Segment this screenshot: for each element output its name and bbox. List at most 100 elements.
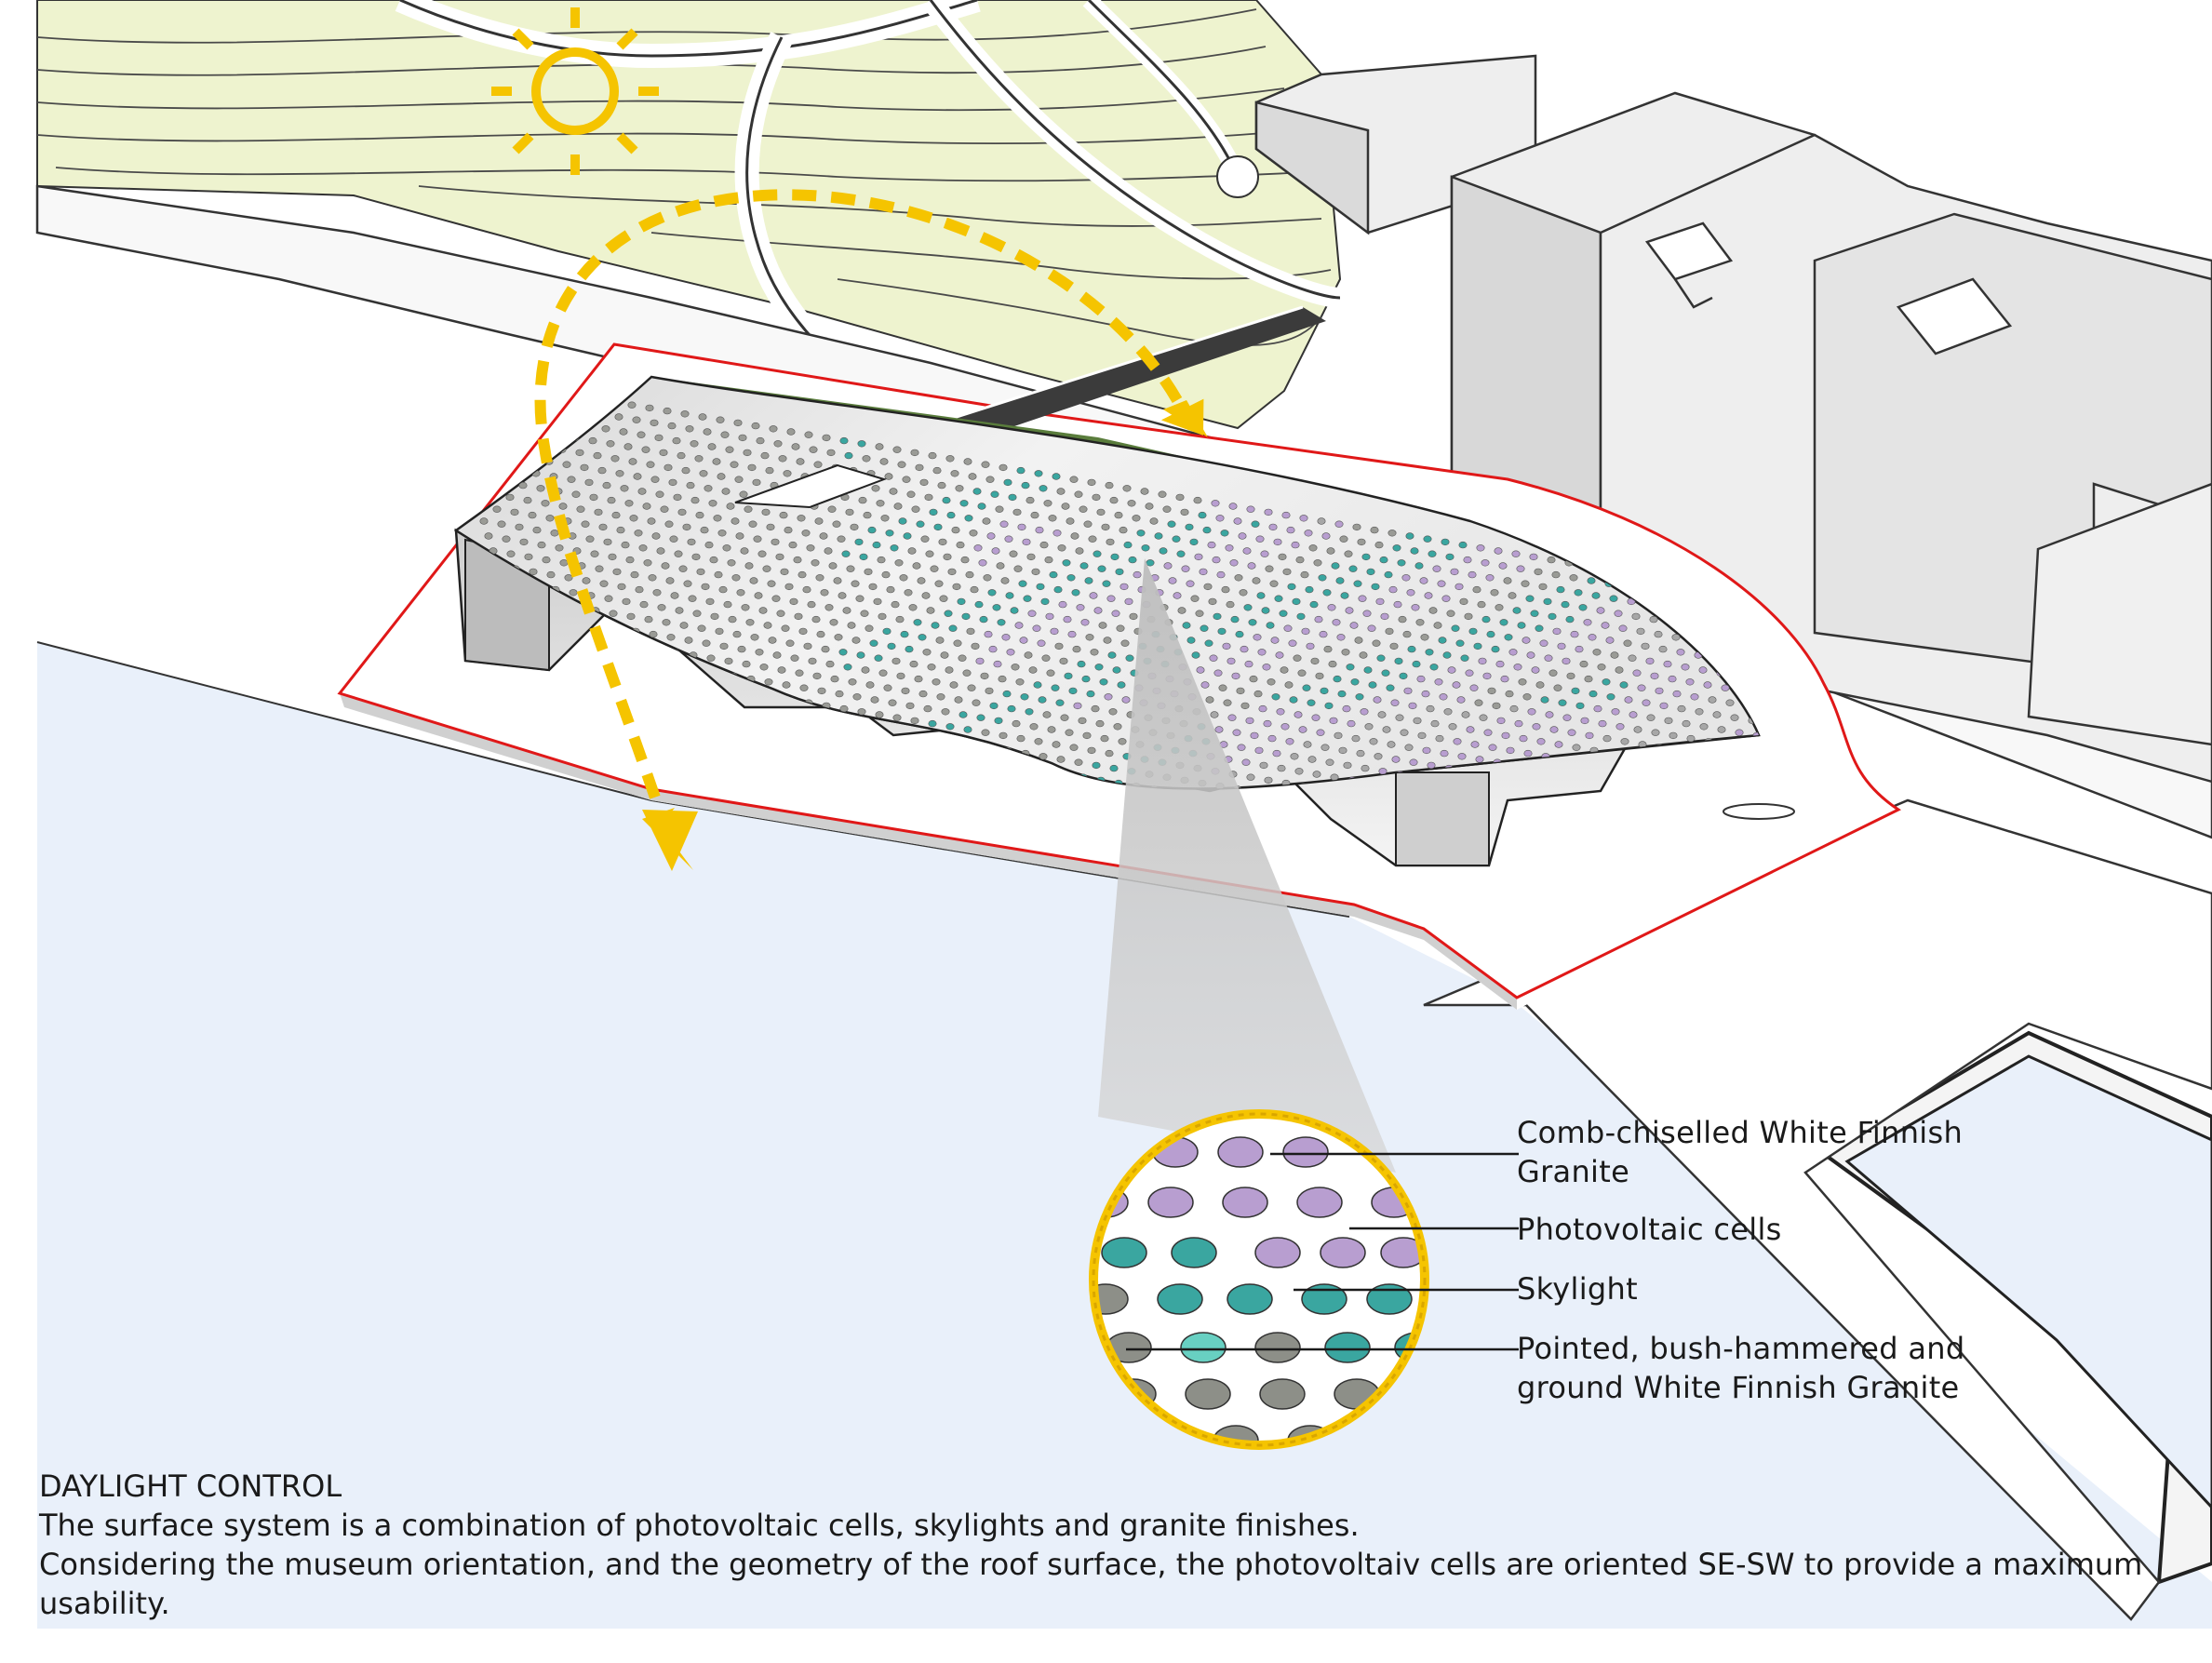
roof-cell bbox=[666, 634, 676, 641]
roof-cell bbox=[555, 544, 564, 552]
roof-cell bbox=[1562, 657, 1571, 665]
roof-cell bbox=[1231, 672, 1240, 680]
roof-cell bbox=[1267, 734, 1277, 743]
roof-cell bbox=[1441, 538, 1450, 546]
roof-cell bbox=[767, 580, 776, 587]
roof-cell bbox=[931, 622, 940, 629]
roof-cell bbox=[1486, 630, 1495, 638]
callout-leaders bbox=[1126, 1152, 1519, 1351]
roof-cell bbox=[1025, 708, 1034, 716]
roof-cell bbox=[971, 642, 980, 650]
magnifier-beam bbox=[1098, 558, 1396, 1173]
roof-cell bbox=[1435, 734, 1444, 743]
roof-cell bbox=[1001, 634, 1011, 641]
roof-cell bbox=[949, 681, 959, 689]
roof-cell bbox=[741, 604, 750, 611]
roof-cell bbox=[1378, 768, 1388, 775]
roof-cell bbox=[1479, 714, 1488, 721]
roof-cell bbox=[1460, 654, 1469, 662]
roof-cell bbox=[1491, 645, 1500, 653]
roof-cell bbox=[1557, 642, 1566, 650]
roof-cell bbox=[1017, 523, 1026, 531]
roof-cell bbox=[1428, 550, 1437, 557]
roof-cell bbox=[1373, 696, 1382, 704]
roof-cell bbox=[1404, 744, 1414, 751]
roof-cell bbox=[1367, 624, 1376, 632]
roof-cell bbox=[1633, 726, 1642, 733]
roof-cell bbox=[1669, 731, 1678, 740]
roof-cell bbox=[793, 556, 802, 564]
roof-cell bbox=[606, 440, 615, 448]
roof-cell bbox=[550, 530, 559, 537]
roof-cell bbox=[938, 538, 947, 546]
roof-cell bbox=[1409, 758, 1418, 766]
roof-cell bbox=[1185, 523, 1194, 531]
roof-cell bbox=[1587, 577, 1596, 584]
roof-cell bbox=[1245, 717, 1254, 725]
roof-cell bbox=[571, 490, 581, 498]
roof-cell bbox=[1190, 595, 1200, 602]
roof-cell bbox=[763, 622, 772, 629]
roof-cell bbox=[1154, 532, 1163, 540]
roof-cell bbox=[1247, 562, 1256, 570]
roof-cell bbox=[900, 630, 909, 638]
roof-cell bbox=[745, 619, 755, 626]
caption-line-1: The surface system is a combination of p… bbox=[39, 1508, 1360, 1543]
roof-cell bbox=[910, 717, 919, 725]
roof-cell bbox=[1591, 592, 1601, 599]
roof-cell bbox=[628, 458, 637, 465]
roof-cell bbox=[1071, 589, 1080, 597]
roof-cell bbox=[717, 473, 726, 480]
roof-cell bbox=[944, 610, 953, 617]
roof-cell bbox=[748, 520, 757, 528]
roof-cell bbox=[1574, 589, 1583, 597]
roof-cell bbox=[1353, 580, 1362, 587]
roof-cell bbox=[569, 589, 578, 597]
roof-cell bbox=[895, 615, 905, 624]
roof-cell bbox=[634, 530, 643, 537]
roof-cell bbox=[716, 416, 725, 423]
roof-cell bbox=[524, 553, 533, 561]
roof-cell bbox=[811, 559, 820, 567]
roof-cell bbox=[914, 675, 923, 683]
roof-cell bbox=[1310, 657, 1320, 665]
roof-cell bbox=[1516, 565, 1525, 572]
roof-cell bbox=[598, 523, 608, 531]
roof-cell bbox=[958, 654, 967, 662]
roof-cell bbox=[1609, 595, 1618, 602]
roof-cell bbox=[1186, 637, 1196, 644]
roof-cell bbox=[1447, 666, 1456, 674]
roof-cell bbox=[1360, 708, 1369, 716]
roof-cell bbox=[1050, 627, 1059, 636]
roof-cell bbox=[1163, 562, 1173, 570]
roof-cell bbox=[1340, 592, 1349, 599]
roof-cell bbox=[1465, 669, 1474, 677]
magnified-cell bbox=[1147, 1187, 1194, 1218]
roof-cell bbox=[1285, 738, 1294, 745]
roof-cell bbox=[760, 451, 770, 460]
roof-cell bbox=[695, 511, 704, 519]
roof-cell bbox=[1455, 639, 1465, 647]
roof-cell bbox=[588, 436, 597, 445]
roof-cell bbox=[960, 556, 970, 564]
roof-cell bbox=[1441, 595, 1451, 602]
roof-cell bbox=[1092, 493, 1101, 502]
roof-cell bbox=[1570, 630, 1579, 638]
roof-cell bbox=[838, 592, 847, 599]
roof-cell bbox=[789, 597, 798, 606]
callout-skylight: Skylight bbox=[1517, 1271, 1638, 1307]
roof-cell bbox=[978, 559, 987, 567]
roof-cell bbox=[847, 622, 856, 629]
roof-cell bbox=[1292, 597, 1301, 606]
roof-cell bbox=[1335, 577, 1345, 584]
roof-cell bbox=[1361, 553, 1371, 561]
roof-cell bbox=[1076, 604, 1085, 611]
roof-cell bbox=[1041, 654, 1051, 662]
roof-cell bbox=[542, 556, 551, 564]
roof-cell bbox=[1712, 711, 1722, 718]
roof-cell bbox=[1379, 556, 1388, 564]
magnified-cell bbox=[1296, 1187, 1343, 1218]
roof-cell bbox=[536, 485, 545, 492]
roof-cell bbox=[1308, 544, 1318, 552]
roof-cell bbox=[999, 731, 1008, 740]
